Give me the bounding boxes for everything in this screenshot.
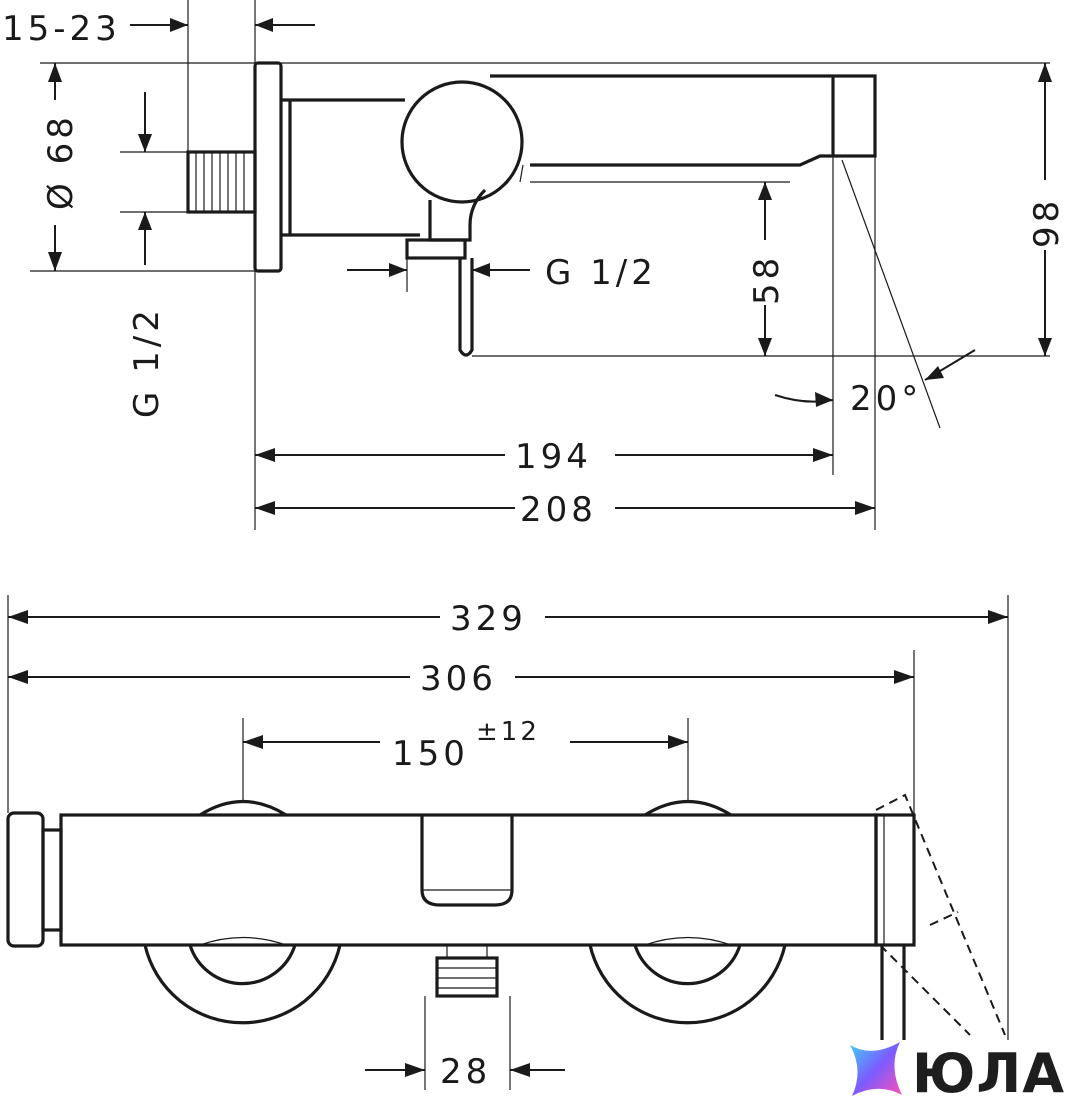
centres-label: 150: [392, 734, 469, 774]
handle-circle: [400, 80, 524, 204]
front-view: 329 306 150 ±12 28: [6, 595, 1009, 1092]
right-wall-disc-lower: [588, 944, 787, 1025]
outlet-stem: [458, 258, 474, 357]
right-end-cap: [874, 813, 916, 947]
brand-logo: ЮЛА: [850, 1042, 1065, 1100]
overall-height-label: 98: [1027, 197, 1067, 248]
flange-diameter-label: Ø 68: [41, 113, 81, 210]
overall-width-label: 329: [450, 599, 527, 639]
brand-name: ЮЛА: [912, 1042, 1065, 1100]
outlet-width-label: 28: [440, 1052, 491, 1092]
left-handle-cap: [6, 811, 45, 948]
diverter-cutout: [420, 815, 514, 907]
mixer-body: [59, 813, 878, 947]
spout-body: [490, 74, 877, 167]
inlet-thread-label: G 1/2: [127, 306, 167, 418]
projection-label: 194: [515, 437, 592, 477]
outlet-thread-label: G 1/2: [545, 253, 657, 293]
wall-depth-label: 15-23: [2, 9, 121, 49]
right-wall-disc: [644, 799, 732, 817]
shower-hose-dashed: [875, 793, 1006, 1036]
left-wall-disc-lower: [143, 944, 342, 1025]
left-wall-disc: [199, 799, 287, 817]
side-view: 15-23 Ø 68 G 1/2 G 1/2 58 98: [2, 0, 1067, 530]
body-width-label: 306: [420, 659, 497, 699]
body-connector: [281, 98, 420, 237]
spout-angle-label: 20°: [850, 379, 922, 419]
inlet-thread: [186, 150, 257, 214]
overall-projection-label: 208: [520, 490, 597, 530]
front-outlet-nut: [435, 956, 499, 998]
centres-tolerance-label: ±12: [476, 717, 540, 747]
brand-logo-mark: [850, 1042, 902, 1096]
wall-flange: [253, 61, 283, 273]
diverter-pin: [428, 188, 487, 242]
outlet-height-label: 58: [747, 254, 787, 305]
outlet-nut: [405, 238, 467, 260]
